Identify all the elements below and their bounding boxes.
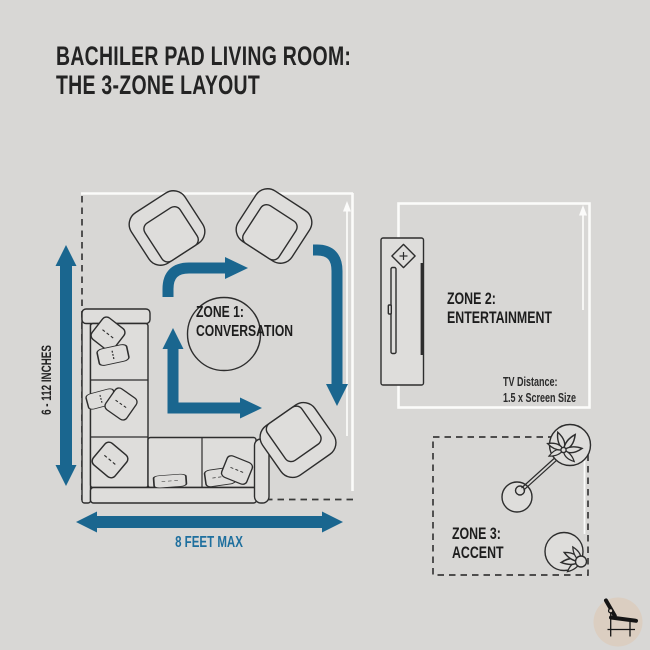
armchair-icon xyxy=(230,182,318,270)
zone2-label: ZONE 2: ENTERTAINMENT xyxy=(447,290,552,327)
horizontal-dimension-label: 8 FEET MAX xyxy=(175,534,243,551)
dimension-arrow-icon xyxy=(76,511,343,533)
zone1-label: ZONE 1: CONVERSATION xyxy=(196,304,293,341)
guide-arrow-icon xyxy=(579,205,587,310)
tv-distance-note: TV Distance: 1.5 x Screen Size xyxy=(503,375,576,406)
zone3-boundary xyxy=(432,436,589,576)
sectional-sofa-icon xyxy=(81,308,270,504)
vertical-dimension-label: 6 - 112 INCHES xyxy=(38,345,54,415)
zone3-label: ZONE 3: ACCENT xyxy=(452,525,504,562)
page-title-line1: BACHILER PAD LIVING ROOM: xyxy=(56,41,352,71)
tv-console-icon xyxy=(380,237,425,386)
page-title-line2: THE 3-ZONE LAYOUT xyxy=(56,70,260,100)
flow-arrow-icon xyxy=(162,244,348,419)
pillow-icon xyxy=(152,472,188,490)
tv-distance-note-line2: 1.5 x Screen Size xyxy=(503,390,577,405)
zone2-label-line1: ZONE 2: xyxy=(447,290,496,308)
lounge-chair-logo-icon xyxy=(604,598,638,637)
tv-distance-note-line1: TV Distance: xyxy=(503,375,558,389)
zone1-label-line2: CONVERSATION xyxy=(196,322,294,340)
dimension-arrow-icon xyxy=(55,245,77,486)
zone3-label-line1: ZONE 3: xyxy=(452,525,501,543)
page-title: BACHILER PAD LIVING ROOM: THE 3-ZONE LAY… xyxy=(56,42,351,100)
armchair-icon xyxy=(123,184,211,272)
guide-arrow-icon xyxy=(343,201,351,436)
plant-icon xyxy=(546,423,592,467)
zone2-label-line2: ENTERTAINMENT xyxy=(447,308,552,327)
zone3-label-line2: ACCENT xyxy=(452,543,504,562)
zone1-label-line1: ZONE 1: xyxy=(196,304,244,321)
zone1-circle xyxy=(186,296,262,372)
brand-logo xyxy=(593,597,643,647)
plant-icon xyxy=(544,531,588,573)
